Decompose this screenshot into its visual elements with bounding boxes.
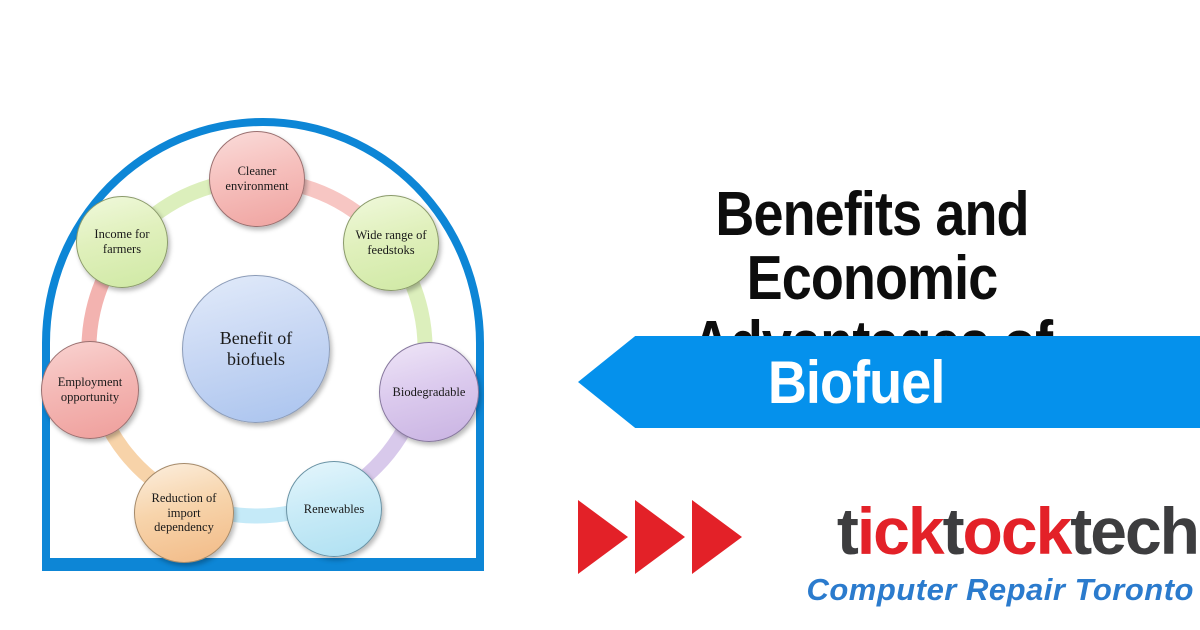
arrow-triangle-1 [578, 500, 628, 574]
brand-part: t [836, 494, 859, 568]
node-label: Renewables [303, 501, 365, 516]
banner-label: Biofuel [767, 348, 946, 416]
diagram-node-biodegradable: Biodegradable [379, 342, 479, 442]
node-label: Biodegradable [392, 384, 466, 399]
diagram-node-cleaner-environment: Cleaner environment [209, 131, 305, 227]
brand-part: tech [1070, 494, 1200, 568]
node-label: Employment opportunity [57, 375, 123, 404]
diagram-node-income-for-farmers: Income for farmers [76, 196, 168, 288]
diagram-frame [42, 118, 484, 571]
node-label: Cleaner environment [225, 164, 289, 193]
triple-arrow-icon [578, 500, 742, 574]
ticktocktech-logo: ticktocktech Computer Repair Toronto [576, 494, 1200, 616]
brand-part: ock [962, 494, 1073, 568]
page-title-line1: Benefits and Economic [715, 180, 1029, 314]
diagram-node-wide-range-of-feedstoks: Wide range of feedstoks [343, 195, 439, 291]
brand-part: ick [856, 494, 945, 568]
brand-part: t [942, 494, 965, 568]
diagram-node-renewables: Renewables [286, 461, 382, 557]
node-label: Reduction of import dependency [151, 490, 217, 535]
node-label: Income for farmers [94, 227, 150, 256]
arrow-triangle-2 [635, 500, 685, 574]
diagram-node-employment-opportunity: Employment opportunity [41, 341, 139, 439]
diagram-center-node: Benefit of biofuels [182, 275, 330, 423]
node-label: Wide range of feedstoks [355, 228, 427, 257]
brand-tagline: Computer Repair Toronto [806, 572, 1194, 607]
biofuel-arrow-banner: Biofuel [578, 336, 1200, 428]
diagram-node-reduction-of-import-dependency: Reduction of import dependency [134, 463, 234, 563]
arrow-triangle-3 [692, 500, 742, 574]
brand-wordmark: ticktocktech [836, 494, 1200, 570]
diagram-center-label: Benefit of biofuels [219, 327, 293, 369]
